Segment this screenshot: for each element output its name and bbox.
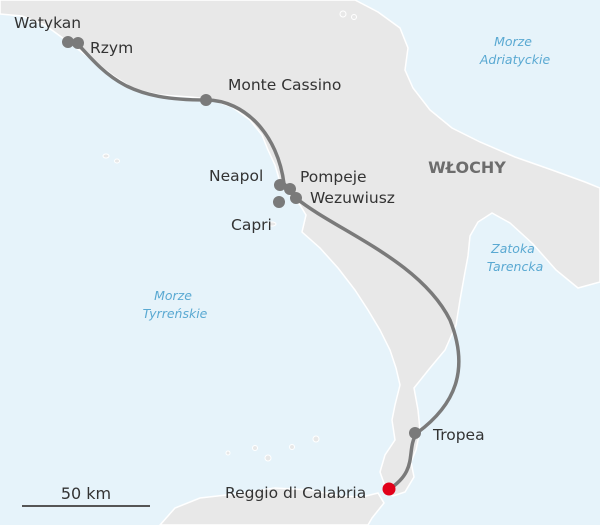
label-reggio-di-calabria: Reggio di Calabria [225, 484, 366, 502]
land-island-lipari [264, 454, 272, 462]
land-sicily [158, 487, 385, 525]
land-island-adriatic-2 [351, 14, 357, 20]
land-island-stromboli [312, 435, 320, 443]
country-label: WŁOCHY [428, 158, 506, 177]
label-tropea: Tropea [432, 426, 485, 444]
sea-label-adriatic: Morze Adriatyckie [479, 34, 551, 67]
sea-label-tyrrhenian: Morze Tyrreńskie [143, 288, 208, 321]
land-island-alicudi [225, 450, 231, 456]
label-rzym: Rzym [90, 39, 133, 57]
marker-tropea[interactable] [409, 427, 421, 439]
sea-label-taranto-line2: Tarencka [487, 259, 544, 274]
label-capri: Capri [231, 216, 272, 234]
scale-label: 50 km [61, 484, 111, 503]
sea-label-taranto: Zatoka Tarencka [487, 241, 544, 274]
sea-label-adriatic-line2: Adriatyckie [479, 52, 551, 67]
sea-label-adriatic-line1: Morze [494, 34, 532, 49]
land-island-salina [252, 445, 258, 451]
label-monte-cassino: Monte Cassino [228, 76, 341, 94]
label-watykan: Watykan [14, 14, 81, 32]
marker-rzym[interactable] [72, 37, 84, 49]
marker-capri[interactable] [273, 196, 285, 208]
marker-reggio-di-calabria[interactable] [382, 482, 396, 496]
land-island-panarea [289, 444, 295, 450]
label-neapol: Neapol [209, 167, 263, 185]
land-island-ventotene [114, 158, 120, 164]
label-wezuwiusz: Wezuwiusz [310, 189, 395, 207]
sea-label-taranto-line1: Zatoka [490, 241, 535, 256]
scale-bar: 50 km [22, 484, 150, 507]
sea-label-tyrrhenian-line2: Tyrreńskie [143, 306, 208, 321]
land-capri [267, 221, 277, 227]
sea-label-tyrrhenian-line1: Morze [154, 288, 192, 303]
marker-watykan[interactable] [62, 36, 74, 48]
land-island-ponza [102, 153, 110, 159]
label-pompeje: Pompeje [300, 168, 367, 186]
marker-wezuwiusz[interactable] [290, 192, 302, 204]
marker-neapol[interactable] [274, 179, 286, 191]
marker-pompeje[interactable] [284, 183, 296, 195]
marker-monte-cassino[interactable] [200, 94, 212, 106]
land-island-adriatic-1 [339, 10, 347, 18]
